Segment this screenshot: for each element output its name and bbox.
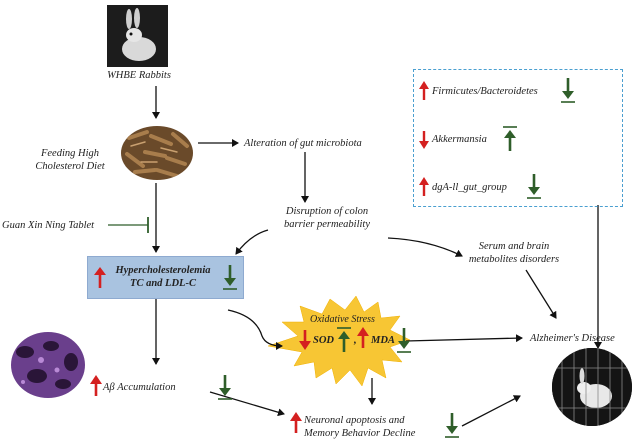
rabbit-cage-photo	[552, 348, 632, 426]
hyper-line1: Hypercholesterolemia	[115, 265, 211, 276]
rabbit-photo	[107, 5, 168, 67]
hyper-line2: TC and LDL-C	[130, 278, 196, 289]
mda-label: MDA	[371, 335, 395, 346]
neuronal-treatment-down-icon	[445, 413, 459, 438]
neuronal-line2: Memory Behavior Decline	[304, 428, 416, 439]
alteration-label: Alteration of gut microbiota	[244, 138, 362, 149]
guan-xin-ning-label: Guan Xin Ning Tablet	[2, 220, 95, 231]
sod-label: SOD	[313, 335, 335, 346]
micro-row2-down-icon	[419, 131, 429, 149]
micro-row1-up-icon	[419, 81, 429, 100]
disruption-line2: barrier permeability	[283, 219, 371, 230]
increase-arrow-icon	[94, 267, 106, 288]
neuronal-up-red-icon	[290, 412, 302, 433]
feeding-diet-label: Feeding High Cholesterol Diet	[25, 147, 115, 173]
treatment-down-arrow-icon	[223, 265, 237, 290]
micro-row3-up-icon	[419, 177, 429, 196]
comma-label: ,	[354, 335, 357, 346]
pellets-photo	[121, 126, 193, 180]
disruption-label: Disruption of colon barrier permeability	[265, 205, 389, 231]
disruption-line1: Disruption of colon	[285, 206, 369, 217]
flow-arrows	[108, 86, 602, 427]
whbe-rabbits-label: WHBE Rabbits	[107, 70, 171, 81]
micro-row3-name: dgA-ll_gut_group	[432, 182, 507, 193]
mda-treatment-down-icon	[397, 328, 411, 353]
neuronal-line1: Neuronal apoptosis and	[304, 415, 405, 426]
micro-row1-treatment-down-icon	[561, 78, 575, 103]
serum-label: Serum and brain metabolites disorders	[452, 240, 576, 266]
microbiota-box: Firmicutes/Bacteroidetes Akkermansia dgA…	[413, 69, 623, 207]
micro-row2-treatment-up-icon	[503, 126, 517, 151]
mda-up-red-icon	[357, 327, 369, 348]
sod-treatment-up-icon	[337, 327, 351, 352]
serum-line1: Serum and brain	[478, 241, 550, 252]
micro-row3-treatment-down-icon	[527, 174, 541, 199]
oxidative-stress-burst	[267, 295, 411, 387]
sod-down-red-icon	[299, 330, 311, 350]
abeta-up-red-icon	[90, 375, 102, 396]
neuronal-label: Neuronal apoptosis and Memory Behavior D…	[304, 414, 415, 440]
oxidative-stress-label: Oxidative Stress	[310, 314, 375, 325]
alzheimers-label: Alzheimer's Disease	[530, 333, 615, 344]
feeding-line2: Cholesterol Diet	[35, 161, 105, 172]
micro-row1-name: Firmicutes/Bacteroidetes	[432, 86, 538, 97]
brain-tissue-photo	[11, 332, 85, 398]
abeta-label: Aβ Accumulation	[103, 382, 176, 393]
micro-row2-name: Akkermansia	[432, 134, 487, 145]
feeding-line1: Feeding High	[40, 148, 100, 159]
serum-line2: metabolites disorders	[468, 254, 560, 265]
abeta-treatment-down-icon	[218, 375, 232, 400]
hypercholesterolemia-box: Hypercholesterolemia TC and LDL-C	[87, 256, 244, 299]
